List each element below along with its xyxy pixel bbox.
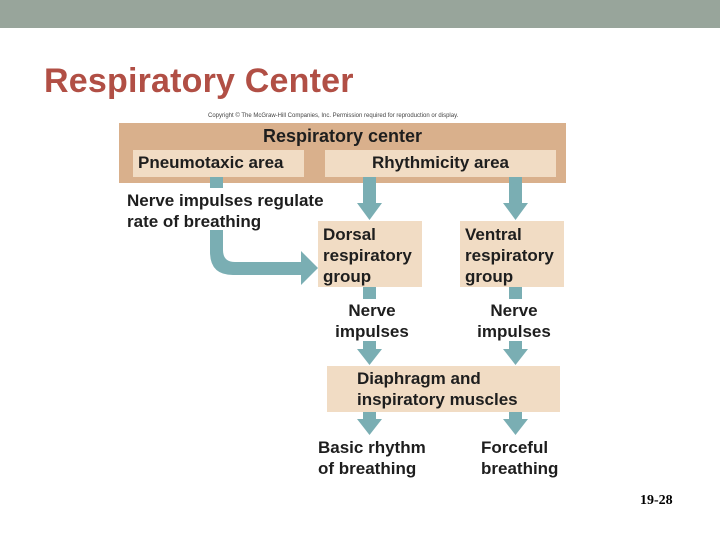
forceful-breathing-label: Forceful breathing: [481, 437, 591, 479]
top-bar: [0, 0, 720, 28]
page-number: 19-28: [640, 493, 673, 508]
ventral-line: group: [465, 267, 514, 286]
nerve-right-line: impulses: [477, 322, 551, 341]
rhythm-to-ventral-shaft: [509, 177, 522, 205]
regulate-note-line: Nerve impulses regulate: [127, 191, 324, 210]
ventral-respiratory-group-box: Ventral respiratory group: [460, 221, 564, 287]
dorsal-respiratory-group-box: Dorsal respiratory group: [318, 221, 422, 287]
regulate-note-line: rate of breathing: [127, 212, 262, 231]
muscle-left-head: [357, 419, 382, 435]
nerve-left-shaft: [363, 341, 376, 351]
nerve-right-shaft: [509, 341, 522, 351]
respiratory-center-label: Respiratory center: [262, 126, 423, 146]
nerve-left-line: impulses: [335, 322, 409, 341]
ventral-down-shaft: [509, 287, 522, 299]
nerve-left-line: Nerve: [348, 301, 396, 320]
muscle-left-shaft: [363, 412, 376, 421]
muscles-line: inspiratory muscles: [357, 390, 518, 409]
forceful-line: breathing: [481, 459, 559, 478]
dorsal-line: Dorsal: [323, 225, 376, 244]
rhythm-to-dorsal-shaft: [363, 177, 376, 205]
nerve-right-line: Nerve: [490, 301, 538, 320]
forceful-line: Forceful: [481, 438, 549, 457]
nerve-impulses-right-label: Nerve impulses: [464, 300, 564, 342]
pneumotaxic-area-box: Pneumotaxic area: [133, 150, 304, 177]
nerve-impulses-left-label: Nerve impulses: [322, 300, 422, 342]
dorsal-down-shaft: [363, 287, 376, 299]
nerve-right-head: [503, 349, 528, 365]
basic-rhythm-line: Basic rhythm: [318, 438, 426, 457]
ventral-line: Ventral: [465, 225, 522, 244]
dorsal-line: respiratory: [323, 246, 412, 265]
copyright-notice: Copyright © The McGraw-Hill Companies, I…: [208, 113, 459, 119]
rhythmicity-area-box: Rhythmicity area: [325, 150, 556, 177]
muscle-right-shaft: [509, 412, 522, 421]
rhythm-to-ventral-head: [503, 203, 528, 220]
pneumotaxic-to-dorsal-curve: [210, 230, 318, 285]
muscle-right-head: [503, 419, 528, 435]
nerve-left-head: [357, 349, 382, 365]
pneumotaxic-connector: [210, 177, 223, 188]
basic-rhythm-label: Basic rhythm of breathing: [318, 437, 458, 479]
muscles-line: Diaphragm and: [357, 369, 481, 388]
diaphragm-muscles-box: Diaphragm and inspiratory muscles: [327, 366, 560, 412]
dorsal-line: group: [323, 267, 372, 286]
basic-rhythm-line: of breathing: [318, 459, 417, 478]
ventral-line: respiratory: [465, 246, 554, 265]
slide-title: Respiratory Center: [44, 62, 354, 100]
rhythm-to-dorsal-head: [357, 203, 382, 220]
regulate-note: Nerve impulses regulate rate of breathin…: [127, 190, 347, 232]
